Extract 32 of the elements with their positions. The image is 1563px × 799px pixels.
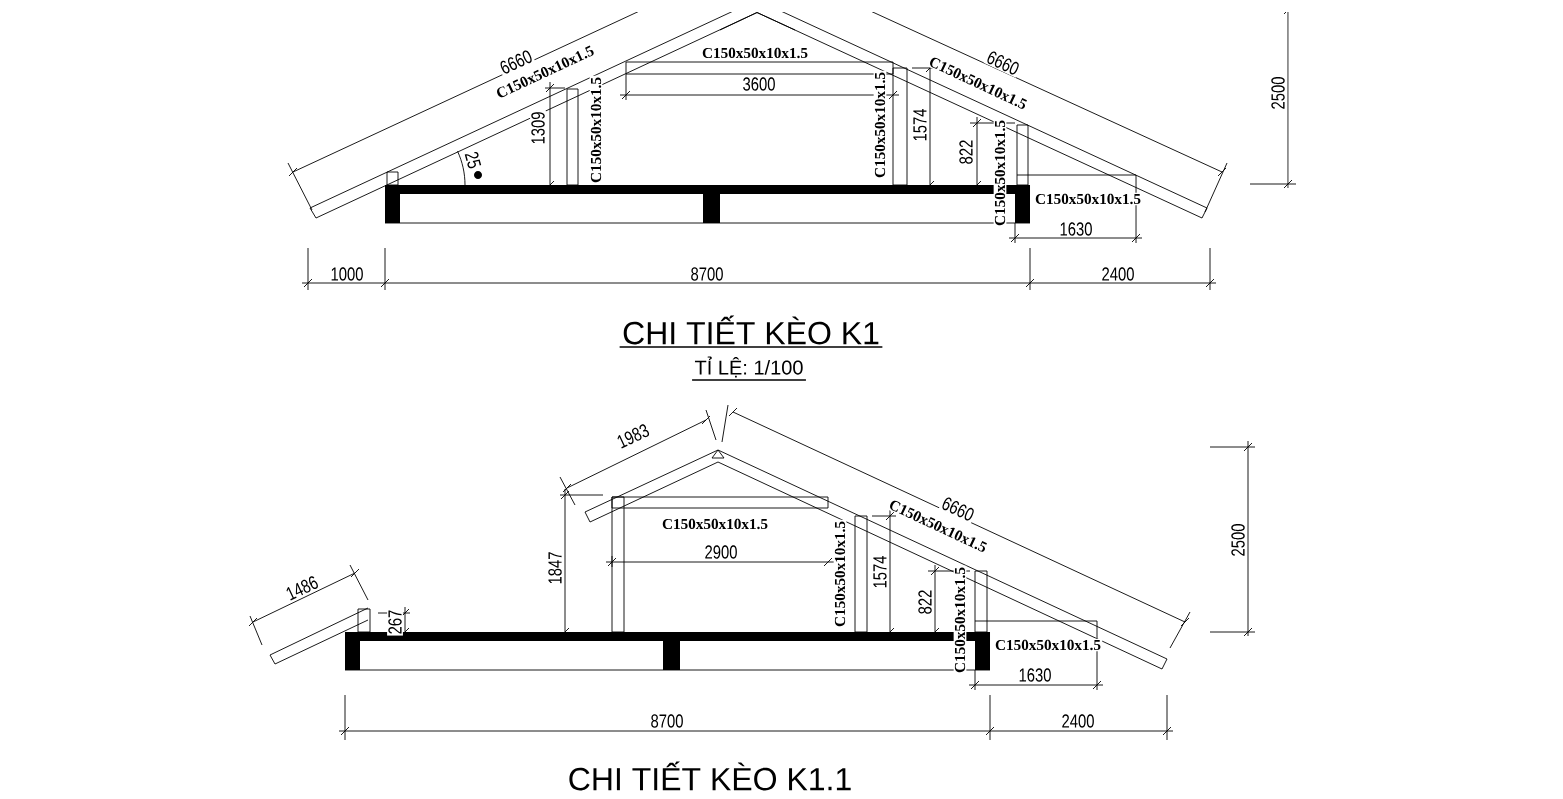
dimension-label: 1983 [613, 421, 653, 451]
dimension-label: 25 [462, 148, 484, 172]
dimension-label: 267 [387, 608, 403, 636]
dimension-label: 8700 [649, 713, 685, 729]
section-label: C150x50x10x1.5 [1033, 192, 1143, 206]
dimension-label: 2500 [1270, 75, 1286, 111]
section-label: C150x50x10x1.5 [660, 517, 770, 531]
dimension-label: 2500 [1230, 522, 1246, 558]
dimension-label: 1574 [872, 554, 888, 590]
dimension-label: 1574 [912, 107, 928, 143]
section-label: C150x50x10x1.5 [993, 638, 1103, 652]
drawing-title: CHI TIẾT KÈO K1 [618, 315, 884, 348]
section-label: C150x50x10x1.5 [700, 46, 810, 60]
dimension-label: 1847 [547, 550, 563, 586]
dimension-label: 1309 [530, 110, 546, 146]
dimension-label: 2900 [703, 544, 739, 560]
dimension-label: 8700 [689, 266, 725, 282]
dimension-label: 822 [917, 588, 933, 616]
section-label: C150x50x10x1.5 [873, 70, 887, 180]
dimension-label: 1000 [329, 266, 365, 282]
section-label: C150x50x10x1.5 [833, 519, 847, 629]
section-label: C150x50x10x1.5 [993, 118, 1007, 228]
section-label: C150x50x10x1.5 [953, 565, 967, 675]
dimension-label: 2400 [1060, 713, 1096, 729]
dimension-label: 1630 [1017, 667, 1053, 683]
dimension-label: 822 [958, 138, 974, 166]
dimension-label: 3600 [741, 76, 777, 92]
dimension-label: 2400 [1100, 266, 1136, 282]
dimension-label: 1486 [282, 573, 322, 603]
scale-label: TỈ LỆ: 1/100 [691, 356, 807, 381]
drawing-title: CHI TIẾT KÈO K1.1 [569, 761, 851, 791]
dimension-label: 1630 [1058, 221, 1094, 237]
